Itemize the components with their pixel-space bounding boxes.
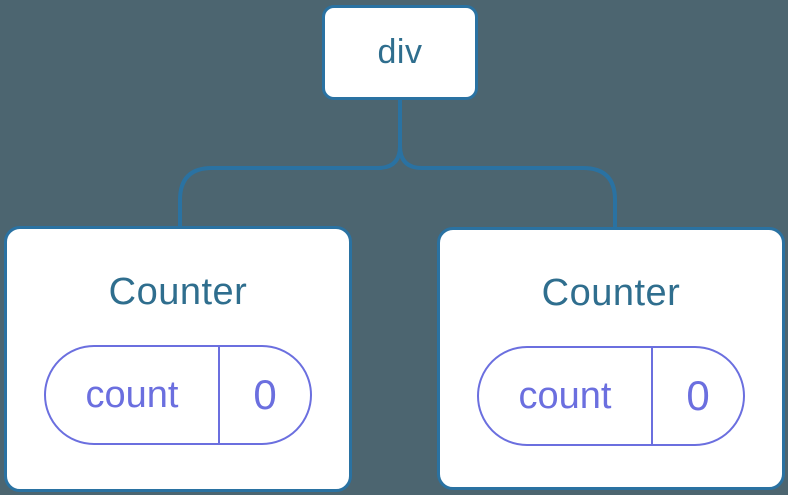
- connector-branch-left: [178, 100, 402, 228]
- root-node-div: div: [322, 5, 478, 100]
- state-value-cell: 0: [220, 347, 310, 443]
- connector-branch-right: [398, 100, 617, 228]
- state-key-cell: count: [46, 347, 220, 443]
- counter-title: Counter: [541, 272, 681, 314]
- state-key-label: count: [85, 374, 179, 416]
- counter-title: Counter: [108, 271, 248, 313]
- state-value-cell: 0: [653, 348, 743, 444]
- state-pill: count 0: [477, 346, 745, 446]
- state-key-cell: count: [479, 348, 653, 444]
- state-pill: count 0: [44, 345, 312, 445]
- state-key-label: count: [518, 375, 612, 417]
- state-value-label: 0: [686, 372, 710, 419]
- root-node-label: div: [377, 33, 423, 71]
- tree-connector-lines: [178, 100, 617, 228]
- counter-node-left: Counter count 0: [4, 226, 352, 492]
- state-value-label: 0: [253, 371, 277, 418]
- counter-node-right: Counter count 0: [437, 227, 785, 490]
